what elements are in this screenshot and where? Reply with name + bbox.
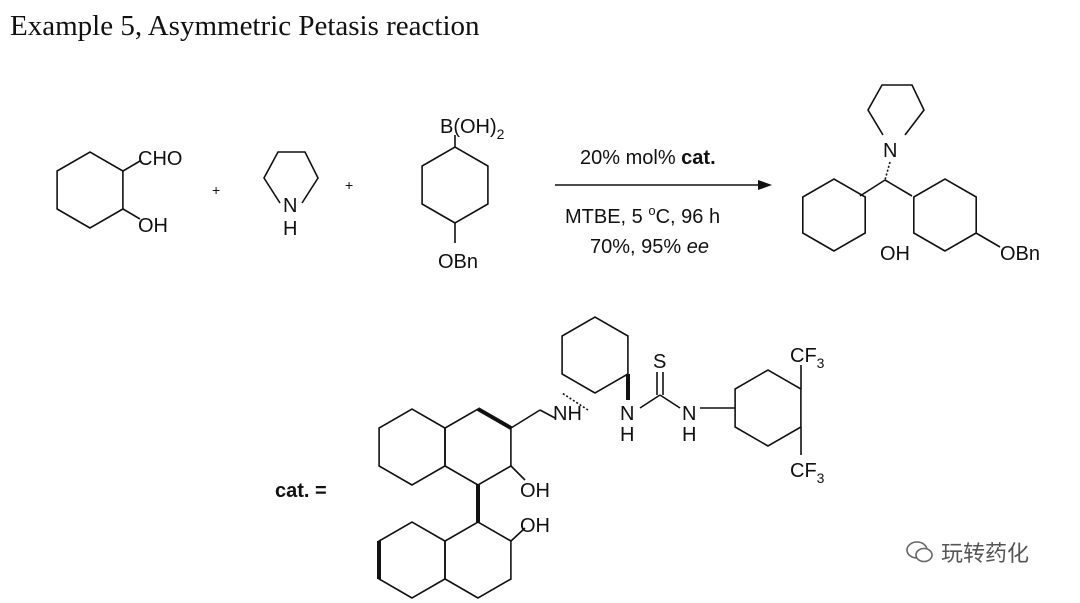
pyrrolidine: N H [263,151,319,240]
watermark: 玩转药化 [905,536,1029,568]
cyclohexane-ring [561,316,629,394]
oh-label: OH [880,243,910,265]
svg-text:CF3: CF3 [790,345,825,371]
cho-label: CHO [138,148,182,170]
naphthalene-ring [378,408,446,486]
plus-sign: + [345,177,353,193]
benzene-ring [56,151,124,229]
n-label: N [682,403,696,425]
n-label: N [883,140,897,162]
boronic-acid: B(OH)2 OBn [421,116,505,273]
svg-text:CF3: CF3 [790,460,825,486]
yield-text: 70%, 95% ee [590,236,709,258]
obn-label: OBn [1000,243,1040,265]
n-label: N [620,403,634,425]
oh-label: OH [520,480,550,502]
aryl-ring [912,178,978,252]
obn-label: OBn [438,251,478,273]
catalyst-label: cat. = [275,480,327,502]
conditions-text: MTBE, 5 oC, 96 h [565,203,720,228]
wechat-icon [906,541,933,563]
naphthalene-ring [444,521,512,599]
n-label: N [283,195,297,217]
h-label: H [283,218,297,240]
boronic-label: B(OH) [440,116,497,138]
slide-title: Example 5, Asymmetric Petasis reaction [10,10,480,42]
oh-label: OH [520,515,550,537]
salicylaldehyde: CHO OH [56,148,182,237]
cf3-label: CF [790,345,817,367]
nh-label: NH [553,403,582,425]
h-label: H [620,424,634,446]
catalyst-structure: cat. = OH OH NH N H S N H CF3 CF3 [275,316,825,599]
naphthalene-ring [378,521,446,599]
watermark-text: 玩转药化 [941,542,1030,567]
cf3-label: CF [790,460,817,482]
oh-label: OH [138,215,168,237]
reaction-arrow [555,180,772,190]
h-label: H [682,424,696,446]
product: N OH OBn [801,84,1040,265]
catalyst-loading: 20% mol% cat. [580,147,716,169]
phenol-ring [801,178,867,252]
s-label: S [653,351,666,373]
plus-sign: + [212,182,220,198]
aryl-ring [734,369,802,447]
svg-text:B(OH)2: B(OH)2 [440,116,505,142]
benzene-ring [421,146,489,224]
